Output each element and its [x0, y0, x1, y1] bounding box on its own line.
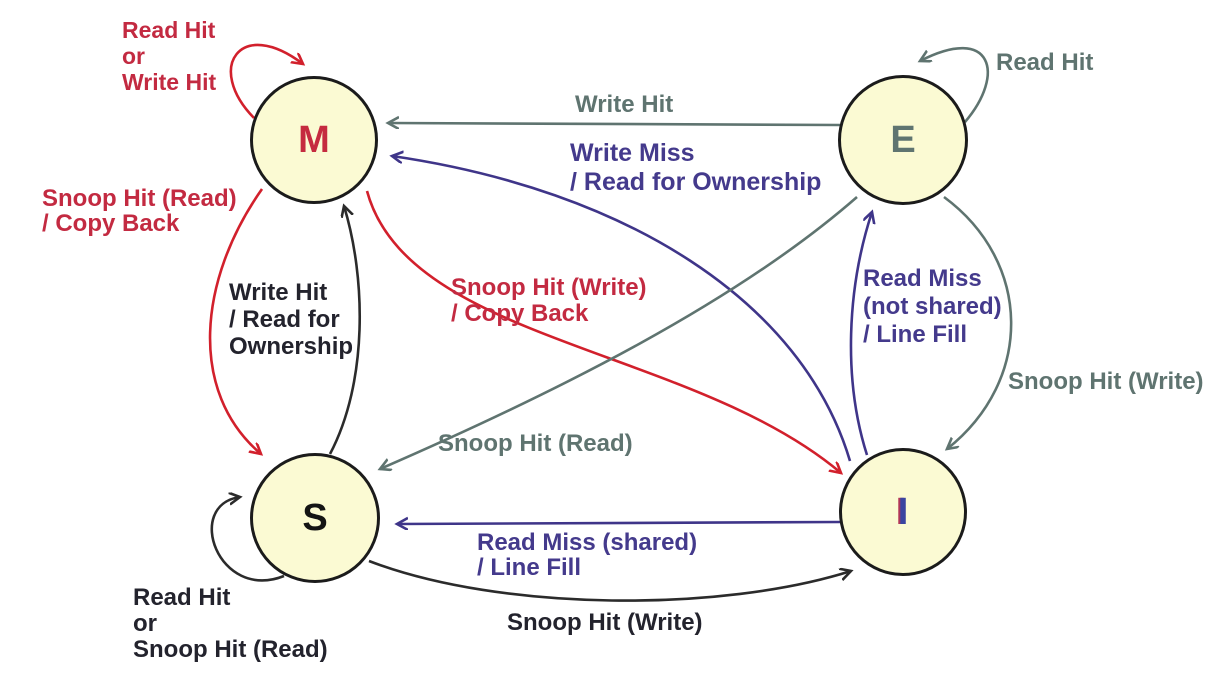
arrow-m-to-i — [365, 190, 841, 473]
label-i-to-e-read-miss-not-shared: Read Miss (not shared) / Line Fill — [863, 265, 1002, 348]
state-exclusive-letter: E — [890, 118, 916, 161]
label-i-to-m-write-miss: Write Miss / Read for Ownership — [570, 139, 822, 196]
state-shared: S — [250, 453, 380, 583]
arrow-i-to-s — [397, 522, 841, 524]
state-exclusive: E — [838, 75, 968, 205]
arrow-i-to-m — [392, 156, 852, 462]
label-i-to-s-read-miss-shared: Read Miss (shared) / Line Fill — [477, 529, 698, 581]
arrow-m-to-s — [208, 188, 262, 454]
arrow-s-self-loop — [210, 497, 285, 582]
state-modified: M — [250, 76, 378, 204]
label-s-to-i-snoop-hit-write: Snoop Hit (Write) — [507, 609, 703, 636]
label-s-to-m-write-hit: Write Hit / Read for Ownership — [229, 279, 354, 360]
label-s-self-read-hit-or-snoop-hit-read: Read Hit or Snoop Hit (Read) — [133, 584, 328, 663]
state-invalid-letter: I — [897, 490, 909, 533]
arrow-e-to-m — [388, 123, 841, 125]
arrow-s-to-m — [328, 206, 361, 455]
arrow-e-to-i — [943, 195, 1013, 449]
label-m-to-s-snoop-hit-read: Snoop Hit (Read) / Copy Back — [42, 185, 237, 237]
arrow-e-to-s — [380, 196, 858, 469]
arrow-s-to-i — [368, 559, 851, 602]
label-e-self-read-hit: Read Hit — [996, 49, 1094, 76]
arrow-i-to-e — [849, 212, 872, 456]
state-invalid: I — [839, 448, 967, 576]
state-shared-letter: S — [302, 496, 328, 539]
state-modified-letter: M — [298, 118, 330, 161]
label-m-to-i-snoop-hit-write: Snoop Hit (Write) / Copy Back — [451, 274, 647, 327]
label-e-to-m-write-hit: Write Hit — [575, 91, 674, 118]
label-e-to-i-snoop-hit-write: Snoop Hit (Write) — [1008, 368, 1204, 395]
arrow-e-self-loop — [920, 46, 989, 123]
label-e-to-s-snoop-hit-read: Snoop Hit (Read) — [438, 430, 633, 457]
arrow-m-self-loop — [229, 43, 303, 119]
label-m-self-read-or-write-hit: Read Hit or Write Hit — [122, 17, 217, 95]
